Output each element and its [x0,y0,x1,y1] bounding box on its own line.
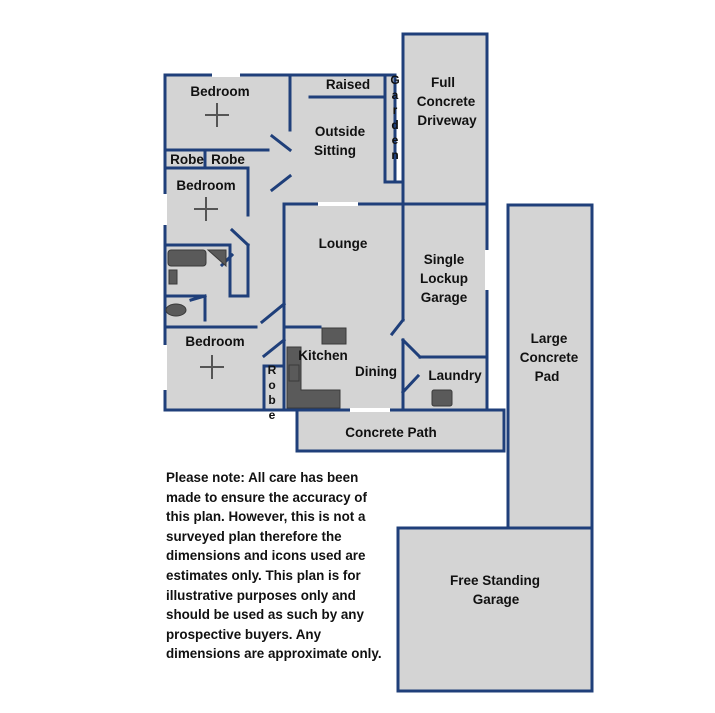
room-label-outside-sitting: Sitting [314,143,356,158]
ceiling-fan-icon [194,197,218,221]
room-label-dining: Dining [355,364,397,379]
room-label-concrete-path: Concrete Path [345,425,437,440]
fridge-icon [321,327,347,345]
driveway-area [401,32,489,206]
room-label-concrete-pad: Concrete [520,350,579,365]
room-label-garage: Garage [421,290,468,305]
concrete-pad-area [506,203,594,530]
disclaimer-text: Please note: All care has been made to e… [166,470,382,662]
room-label-robe: Robe [211,152,245,167]
basin-icon [168,269,178,285]
room-label-bedroom: Bedroom [176,178,235,193]
room-label-outside-sitting: Outside [315,124,366,139]
room-label-laundry: Laundry [428,368,482,383]
bathtub-icon [167,249,207,267]
room-label-free-standing-garage: Garage [473,592,520,607]
interior-walls [163,73,489,412]
room-label-lounge: Lounge [319,236,368,251]
ceiling-fan-icon [200,355,224,379]
room-label-garage: Single [424,252,465,267]
room-label-driveway: Concrete [417,94,476,109]
kitchen-bench-icon [286,346,341,409]
room-label-kitchen: Kitchen [298,348,348,363]
room-label-robe: Robe [170,152,204,167]
room-label-driveway: Full [431,75,455,90]
room-label-free-standing-garage: Free Standing [450,573,540,588]
room-label-garage: Lockup [420,271,468,286]
ceiling-fan-icon [205,103,229,127]
free-standing-garage-area [396,526,594,693]
toilet-icon [165,303,187,317]
concrete-path-area [295,408,506,453]
room-label-driveway: Driveway [417,113,477,128]
room-label-concrete-pad: Pad [535,369,560,384]
vanity-icon [206,249,227,268]
laundry-tub-icon [431,389,453,407]
room-label-raised: Raised [326,77,370,92]
room-label-bedroom: Bedroom [185,334,244,349]
stove-icon [288,364,300,382]
room-label-bedroom: Bedroom [190,84,249,99]
room-label-concrete-pad: Large [531,331,568,346]
windows [163,73,489,412]
